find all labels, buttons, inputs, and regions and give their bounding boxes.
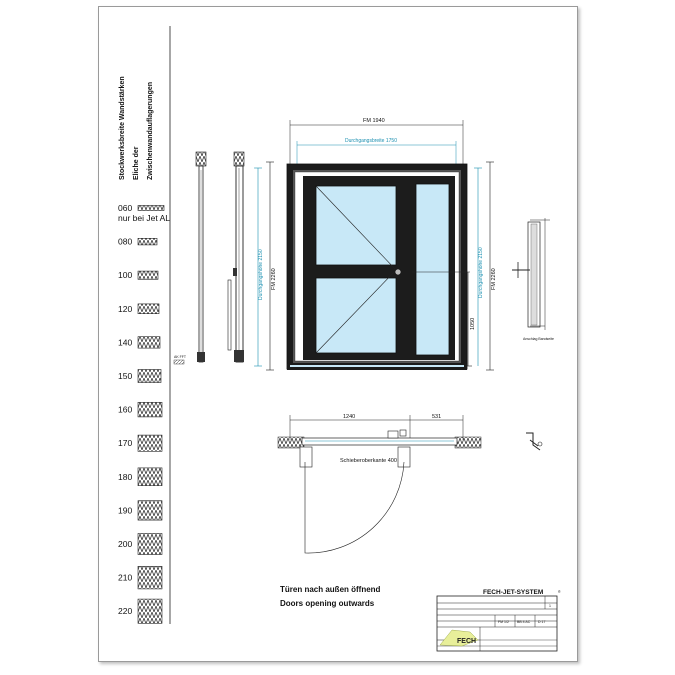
door-side-section-middle <box>227 151 245 363</box>
dimension-height-right: Durchgangshöhe 2150 FM 2260 <box>474 161 497 371</box>
wall-type-item: 080 <box>118 237 158 247</box>
dimension-handle-height: 1050 <box>412 271 476 367</box>
svg-text:FECH: FECH <box>457 638 476 645</box>
wall-type-value: 120 <box>118 304 132 314</box>
wall-type-value: 190 <box>118 505 132 515</box>
svg-text:FM 2260: FM 2260 <box>491 268 497 290</box>
wall-type-value: 160 <box>118 405 132 415</box>
door-side-section-left <box>195 151 207 363</box>
wall-type-note: nur bei Jet AL <box>118 213 170 223</box>
dimension-width: FM 1940 Durchgangsbreite 1750 <box>289 118 464 168</box>
wall-type-value: 060 <box>118 203 132 213</box>
wall-type-symbol <box>137 336 161 349</box>
wall-type-value: 150 <box>118 371 132 381</box>
plan-view <box>277 429 482 554</box>
wall-type-item: 190 <box>118 500 163 521</box>
svg-text:1050: 1050 <box>470 318 476 330</box>
sheet-number: 1 <box>549 604 551 608</box>
wall-type-item: 120 <box>118 303 160 314</box>
wall-type-symbol <box>137 598 163 624</box>
door-elevation <box>286 163 468 370</box>
wall-type-item: 200 <box>118 533 163 555</box>
plan-floor-label: Schieberoberkante 400 <box>340 458 397 464</box>
wall-type-item: 180 <box>118 467 163 486</box>
svg-text:Durchgangsbreite 1750: Durchgangsbreite 1750 <box>345 138 397 144</box>
hinge-detail-label: Anschlag Bandseite <box>523 337 554 341</box>
wall-type-symbol <box>137 303 160 314</box>
svg-text:Zwischenwandauflagerungen: Zwischenwandauflagerungen <box>147 82 154 180</box>
wall-type-value: 200 <box>118 539 132 549</box>
wall-type-item: 100 <box>118 270 159 280</box>
svg-text:FM 1940: FM 1940 <box>363 118 385 124</box>
wall-type-value: 220 <box>118 606 132 616</box>
side-note: AK FFT <box>174 355 187 359</box>
svg-text:1240: 1240 <box>343 414 355 420</box>
svg-text:Durchgangshöhe 2150: Durchgangshöhe 2150 <box>478 247 484 298</box>
side-light-glass <box>415 183 450 356</box>
door-handle <box>394 268 402 276</box>
fech-logo: FECH <box>439 629 479 647</box>
svg-text:Eliche der: Eliche der <box>133 146 140 180</box>
svg-text:Durchgangshöhe 2150: Durchgangshöhe 2150 <box>258 249 264 300</box>
handle-detail <box>526 432 541 451</box>
wall-type-symbol <box>137 401 163 418</box>
wall-type-value: 140 <box>118 337 132 347</box>
plan-dimensions: 1240 531 <box>289 414 464 440</box>
svg-text:FM 2260: FM 2260 <box>271 268 277 290</box>
wall-type-item: 160 <box>118 401 163 418</box>
wall-type-symbol <box>137 467 163 486</box>
wall-type-symbol <box>137 205 165 211</box>
wall-type-item: 150 <box>118 369 162 383</box>
wall-type-value: 080 <box>118 237 132 247</box>
dimension-height-left: Durchgangshöhe 2150 FM 2260 <box>254 161 277 371</box>
company-registered: ® <box>558 590 561 594</box>
wall-type-value: 100 <box>118 270 132 280</box>
wall-type-item: 210 <box>118 565 163 590</box>
wall-type-symbol <box>137 238 158 246</box>
hinge-detail <box>512 218 550 330</box>
door-glass-lower <box>315 277 397 354</box>
wall-type-value: 180 <box>118 472 132 482</box>
wall-type-value: 210 <box>118 573 132 583</box>
wall-type-item: 140 <box>118 336 161 349</box>
wall-type-symbol <box>137 565 163 590</box>
caption-en: Doors opening outwards <box>280 599 375 608</box>
wall-type-item: 220 <box>118 598 163 624</box>
title-cell-2: BB 4 AC <box>517 620 531 624</box>
svg-text:531: 531 <box>432 414 441 420</box>
title-cell-1: FM 1/2 <box>498 620 509 624</box>
wall-type-symbol <box>137 500 163 521</box>
door-swing-arc <box>304 461 405 554</box>
wall-type-symbol <box>137 533 163 555</box>
wall-type-value: 170 <box>118 438 132 448</box>
title-cell-3: D 17 <box>538 620 545 624</box>
company-name: FECH-JET-SYSTEM <box>483 589 543 596</box>
wall-type-symbol <box>137 369 162 383</box>
caption-de: Türen nach außen öffnend <box>280 585 381 594</box>
wall-type-symbol <box>137 434 163 452</box>
wall-type-item: 170 <box>118 434 163 452</box>
vertical-title: Stockwerksbreite Wandstärken Eliche der … <box>119 76 154 180</box>
door-glass-upper <box>315 185 397 266</box>
side-note-swatch <box>173 359 185 365</box>
wall-type-symbol <box>137 270 159 280</box>
svg-text:Stockwerksbreite Wandstärken: Stockwerksbreite Wandstärken <box>119 76 126 180</box>
